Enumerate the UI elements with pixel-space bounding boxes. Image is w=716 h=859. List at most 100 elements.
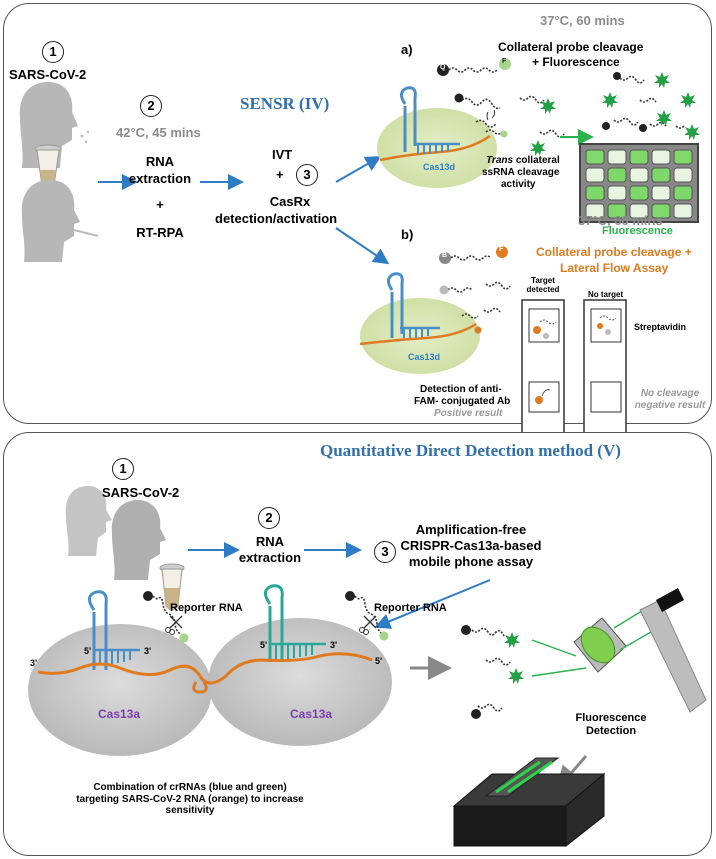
step-2-rna: RNA	[145, 154, 175, 169]
step-1-label: SARS-CoV-2	[9, 67, 87, 82]
streptavidin-label: Streptavidin	[634, 322, 687, 332]
end-5p-crrna-1: 5'	[84, 646, 92, 656]
v-step-3-badge: 3	[374, 541, 396, 563]
section-b-condition: 37°C, 60 mins	[578, 213, 663, 228]
step-2-badge: 2	[140, 95, 162, 117]
cas13d-label-b: Cas13d	[408, 352, 441, 362]
reporter-rna-1	[143, 591, 189, 643]
plate-well	[585, 185, 605, 201]
cas13a-complex-1	[28, 590, 212, 756]
cas13a-label-2: Cas13a	[290, 707, 333, 721]
step-2-rtrpa: RT-RPA	[136, 225, 184, 240]
person-swab-icon	[21, 180, 99, 262]
plate-well	[673, 203, 693, 219]
plate-well	[629, 167, 649, 183]
no-target-label: No target	[588, 290, 624, 299]
v-step-2-rna: RNA	[255, 534, 285, 549]
plate-well	[651, 203, 671, 219]
step-2-extraction: extraction	[128, 171, 192, 186]
v-step-1-label: SARS-CoV-2	[102, 485, 180, 500]
person-swab-icon-v	[65, 486, 112, 556]
reporter-rna-label-1: Reporter RNA	[170, 602, 243, 614]
lens-optics-icon	[531, 599, 669, 677]
trans-activity-line-3: activity	[501, 179, 536, 190]
direct-detection-title: Quantitative Direct Detection method (V)	[320, 441, 621, 460]
cleaved-probes-b	[439, 281, 511, 334]
plate-well	[651, 149, 671, 165]
end-3p-crrna-1: 3'	[144, 646, 152, 656]
step-3-plus: +	[276, 167, 284, 182]
plate-well	[585, 149, 605, 165]
person-cough-icon-v	[111, 500, 166, 580]
fluorescence-label: Fluorescence	[602, 225, 673, 237]
plate-well	[585, 203, 605, 219]
cas13d-complex-a	[377, 86, 497, 188]
rna-knot	[192, 681, 208, 694]
trans-activity-line-2: ssRNA cleavage	[482, 167, 560, 178]
v-step-1-badge: 1	[112, 458, 134, 480]
step-2-plus: +	[156, 197, 164, 212]
sample-tube-icon-v	[159, 563, 185, 611]
reporter-rna-2	[345, 591, 389, 641]
plate-well	[673, 167, 693, 183]
cas13d-complex-b	[359, 272, 480, 374]
v-step-3-line-1: Amplification-free	[415, 522, 527, 537]
end-3p-left: 3'	[30, 658, 38, 668]
well-plate	[579, 143, 699, 223]
end-5p-right: 5'	[375, 656, 383, 666]
probe-q-label: Q	[440, 64, 446, 71]
probe-fam-label: F	[499, 246, 504, 253]
target-rna-strand	[37, 652, 373, 685]
step-2-condition: 42°C, 45 mins	[116, 125, 201, 140]
detection-ab-line-2: FAM- conjugated Ab	[414, 396, 511, 407]
released-fluorophores	[602, 72, 700, 140]
probe-f-label: F	[502, 58, 507, 65]
step-1-badge: 1	[42, 41, 64, 63]
cas13a-complex-2	[208, 584, 392, 746]
reporter-rna-label-2: Reporter RNA	[374, 602, 447, 614]
end-3p-crrna-2: 3'	[330, 640, 338, 650]
plate-well	[585, 167, 605, 183]
section-a-heading-2: + Fluorescence	[532, 55, 620, 69]
step-3-detection: detection/activation	[215, 211, 338, 226]
plate-well	[673, 149, 693, 165]
plate-well	[629, 185, 649, 201]
section-a-heading-1: Collateral probe cleavage	[498, 40, 644, 54]
plate-well	[651, 185, 671, 201]
biotin-fam-probe	[439, 246, 508, 264]
step-3-casrx: CasRx	[269, 194, 311, 209]
crrna-caption: Combination of crRNAs (blue and green) t…	[76, 782, 304, 816]
cas13d-label-a: Cas13d	[423, 162, 456, 172]
plate-well	[607, 167, 627, 183]
cas13a-label-1: Cas13a	[98, 707, 141, 721]
plate-well	[651, 167, 671, 183]
plate-well	[607, 185, 627, 201]
plate-well	[629, 203, 649, 219]
fluorescence-reader-icon	[452, 757, 606, 848]
detection-ab-line-1: Detection of anti-	[420, 384, 502, 395]
sensr-title: SENSR (IV)	[240, 94, 330, 113]
cleaved-reporters-v	[461, 625, 524, 719]
plate-well	[607, 203, 627, 219]
probe-b-label: B	[442, 252, 448, 259]
step-3-badge: 3	[296, 164, 318, 186]
positive-result-label: Positive result	[434, 408, 503, 419]
plate-well	[629, 149, 649, 165]
step-3-ivt: IVT	[272, 147, 293, 162]
trans-activity-line-1: Trans collateral	[486, 155, 560, 166]
mobile-phone-icon	[639, 588, 707, 713]
section-b-heading-1: Collateral probe cleavage +	[536, 245, 692, 259]
quenched-probe	[437, 58, 511, 76]
plate-well	[673, 185, 693, 201]
person-cough-icon	[19, 82, 90, 168]
plate-well	[607, 149, 627, 165]
v-step-2-badge: 2	[258, 507, 280, 529]
v-step-3-line-3: mobile phone assay	[408, 554, 534, 569]
section-b-heading-2: Lateral Flow Assay	[560, 261, 669, 275]
v-step-3-line-2: CRISPR-Cas13a-based	[400, 538, 542, 553]
section-a-condition: 37°C, 60 mins	[540, 13, 625, 28]
